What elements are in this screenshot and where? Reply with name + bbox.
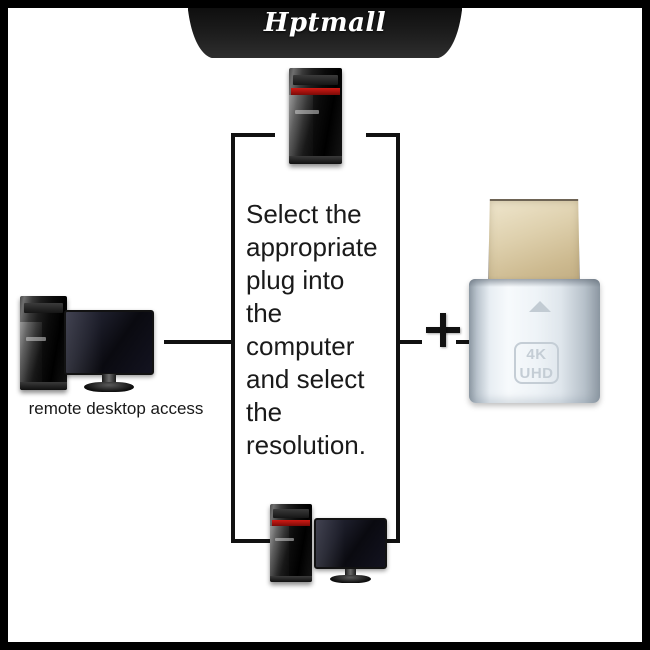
connector-lines xyxy=(164,133,480,543)
monitor-neck xyxy=(101,373,117,384)
monitor-stand xyxy=(83,382,135,392)
tower-base xyxy=(270,575,312,582)
tower-drive-bay xyxy=(23,302,64,313)
tower-glare xyxy=(270,525,290,582)
tower-glare xyxy=(289,94,314,164)
monitor-screen xyxy=(314,518,387,570)
instruction-line: appropriate xyxy=(246,232,378,262)
uhd-badge-line2: UHD xyxy=(519,365,554,382)
bottom-monitor xyxy=(314,518,387,583)
hdmi-dummy-plug: 4K UHD xyxy=(463,183,613,403)
plus-symbol xyxy=(426,313,460,347)
monitor-screen xyxy=(64,310,154,375)
top-desktop-tower xyxy=(289,68,342,164)
tower-red-accent xyxy=(271,520,311,526)
monitor-neck xyxy=(344,568,357,577)
left-monitor xyxy=(64,310,154,392)
left-desktop-tower xyxy=(20,296,67,390)
instruction-line: computer xyxy=(246,331,355,361)
tower-drive-bay xyxy=(273,509,309,519)
instruction-line: the xyxy=(246,298,283,328)
instruction-line: resolution. xyxy=(246,430,366,460)
tower-base xyxy=(289,156,342,164)
tower-logo xyxy=(275,538,294,542)
tower-logo xyxy=(295,110,319,115)
monitor-stand xyxy=(330,575,371,583)
tower-logo xyxy=(25,337,47,342)
instruction-line: plug into xyxy=(246,265,345,295)
instruction-line: Select the xyxy=(246,199,362,229)
hdmi-plug-housing: 4K UHD xyxy=(469,279,600,403)
instruction-line: and select xyxy=(246,364,365,394)
remote-desktop-access-label: remote desktop access xyxy=(28,399,204,418)
tower-glare xyxy=(20,322,42,390)
tower-red-accent xyxy=(291,88,340,95)
uhd-badge-line1: 4K xyxy=(526,346,547,363)
tower-base xyxy=(20,382,67,390)
uhd-badge: 4K UHD xyxy=(514,342,559,384)
triangle-up-icon xyxy=(529,301,551,312)
tower-drive-bay xyxy=(293,74,338,86)
page-surface: Hptmall xyxy=(8,8,642,642)
bottom-desktop-tower xyxy=(270,504,312,582)
instruction-line: the xyxy=(246,397,283,427)
instruction-text: Select the appropriate plug into the com… xyxy=(246,198,402,462)
